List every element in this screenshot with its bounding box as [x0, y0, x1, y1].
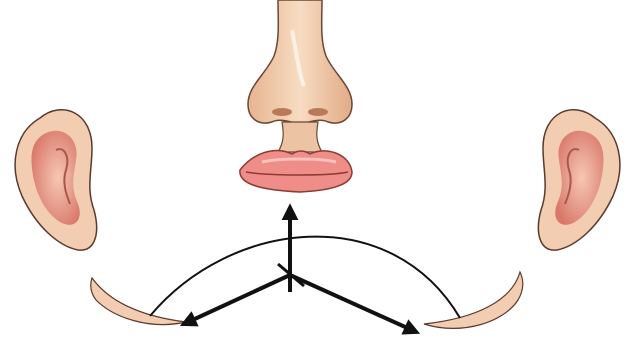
- right-ear: [538, 110, 619, 250]
- left-ear: [15, 110, 96, 250]
- arrow-left: [186, 275, 290, 323]
- left-jaw-tip: [91, 278, 186, 325]
- right-jaw-tip: [424, 272, 523, 328]
- arrow-right: [290, 275, 414, 331]
- nose: [248, 0, 352, 124]
- jaw-arc-line: [150, 237, 460, 318]
- lips: [240, 151, 352, 192]
- philtrum: [278, 122, 322, 152]
